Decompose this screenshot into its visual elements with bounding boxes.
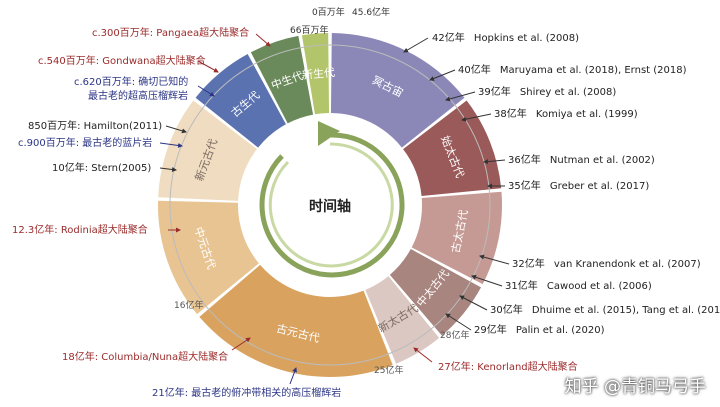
label-42: 42亿年 Hopkins et al. (2008) (432, 31, 579, 44)
era-segment-paleoproterozoic (199, 264, 393, 377)
event-rodinia: 12.3亿年: Rodinia超大陆聚合 (12, 223, 148, 236)
event-labels: c.300百万年: Pangaea超大陆聚合 c.540百万年: Gondwan… (12, 26, 578, 399)
leader-arrows (159, 33, 510, 385)
label-31: 31亿年 Cawood et al. (2006) (505, 279, 652, 292)
label-35: 35亿年 Greber et al. (2017) (508, 179, 649, 192)
era-segment-paleozoic (195, 53, 286, 148)
event-blueschist: c.900百万年: 最古老的蓝片岩 (18, 136, 152, 149)
tick-label-456: 45.6亿年 (352, 6, 390, 18)
event-eclogite21: 21亿年: 最古老的俯冲带相关的高压榴辉岩 (152, 386, 341, 399)
era-segment-neoarchean (365, 276, 440, 364)
event-hamilton: 850百万年: Hamilton(2011) (28, 119, 162, 132)
label-38: 38亿年 Komiya et al. (1999) (494, 107, 638, 120)
tick-label-28: 28亿年 (440, 329, 469, 341)
event-pangaea: c.300百万年: Pangaea超大陆聚合 (92, 26, 249, 39)
era-segment-mesoarchean (389, 249, 482, 336)
center-label: 时间轴 (309, 198, 351, 215)
watermark: 知乎 @青铜马弓手 (564, 377, 706, 397)
label-29: 29亿年 Palin et al. (2020) (474, 323, 605, 336)
era-segment-mesoproterozoic (158, 200, 259, 315)
tick-label-25: 25亿年 (374, 364, 403, 376)
label-36: 36亿年 Nutman et al. (2002) (508, 153, 655, 166)
event-c620-line2: 最古老的超高压榴辉岩 (88, 89, 188, 102)
label-40: 40亿年 Maruyama et al. (2018), Ernst (2018… (458, 63, 687, 76)
label-30: 30亿年 Dhuime et al. (2015), Tang et al. (… (490, 303, 720, 316)
era-segment-hadean (330, 33, 465, 148)
era-segment-cenozoic (301, 33, 330, 115)
time-arrow (259, 121, 405, 278)
era-name-cenozoic: 新生代 (301, 65, 335, 82)
event-stern: 10亿年: Stern(2005) (52, 161, 151, 174)
label-32: 32亿年 van Kranendonk et al. (2007) (512, 257, 701, 270)
outer-guide-circle (169, 44, 491, 366)
event-c620-line1: c.620百万年: 确切已知的 (74, 75, 188, 88)
event-columbia: 18亿年: Columbia/Nuna超大陆聚合 (62, 350, 228, 363)
label-39: 39亿年 Shirey et al. (2008) (478, 85, 616, 98)
era-segment-neoproterozoic (158, 100, 257, 201)
event-kenorland: 27亿年: Kenorland超大陆聚合 (438, 360, 578, 373)
tick-label-16: 16亿年 (174, 299, 203, 311)
tick-label-0: 0百万年 (312, 6, 345, 18)
era-segment-eoarchean (403, 100, 502, 197)
time-arrow-head-icon (318, 121, 340, 146)
right-labels: 42亿年 Hopkins et al. (2008) 40亿年 Maruyama… (432, 31, 720, 336)
tick-label-66: 66百万年 (290, 24, 328, 36)
eras-ring (158, 33, 502, 377)
event-gondwana: c.540百万年: Gondwana超大陆聚合 (38, 54, 206, 67)
